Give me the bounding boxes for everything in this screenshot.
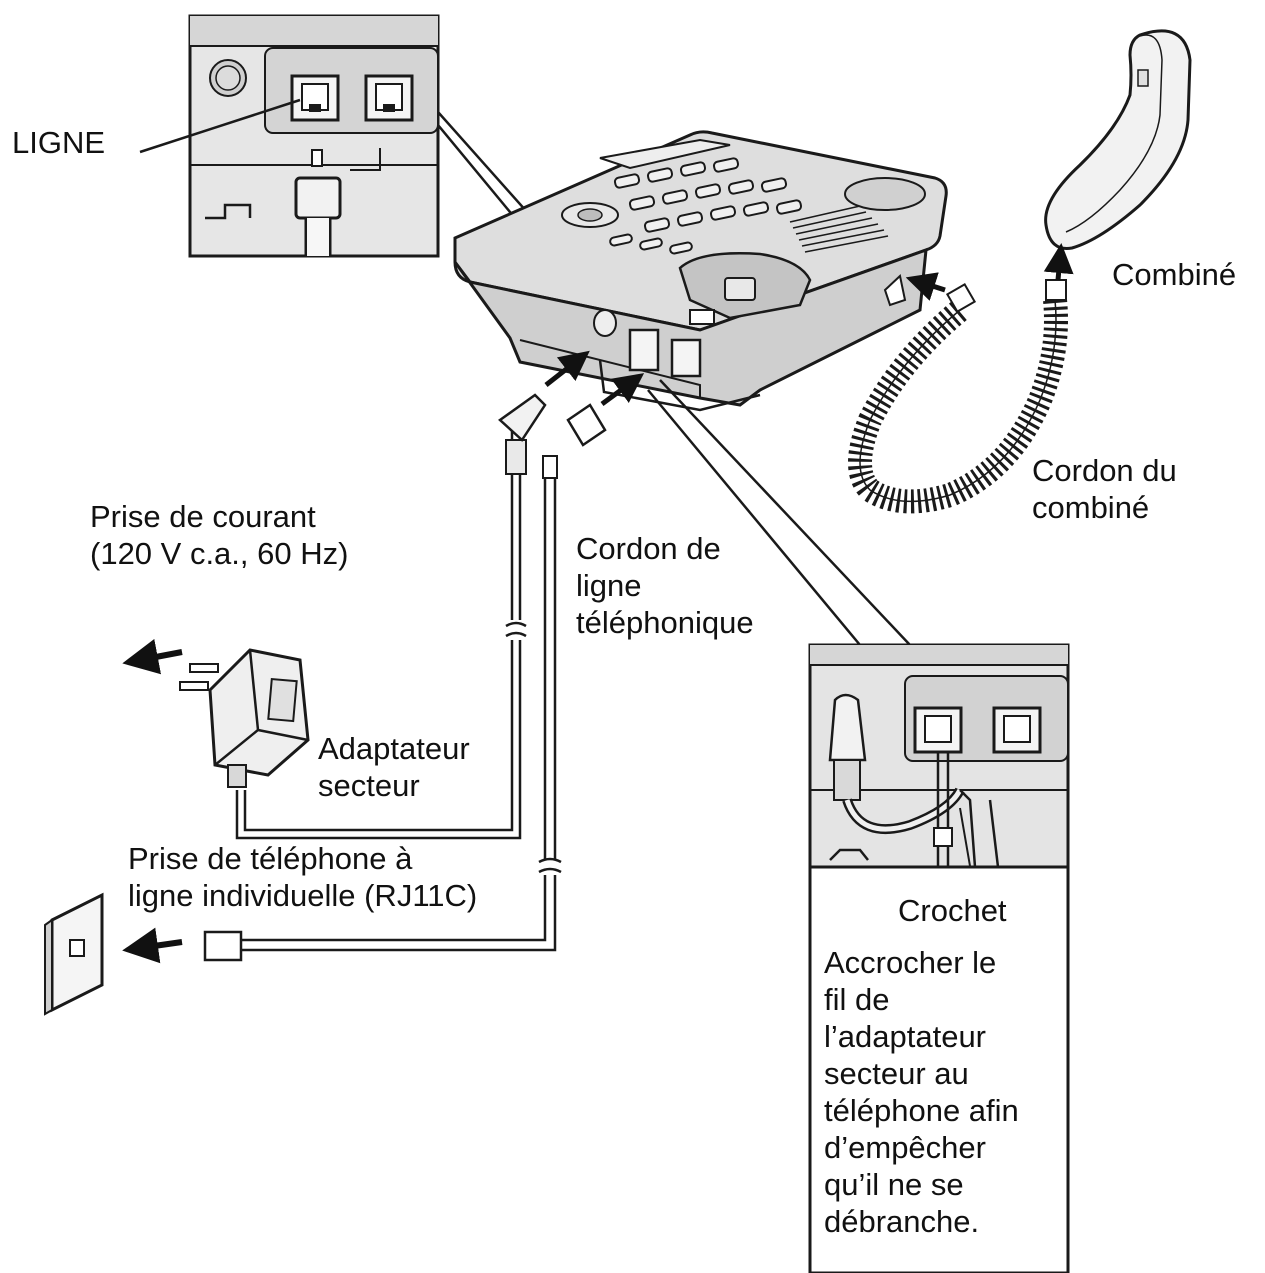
label-line: l’adaptateur [824,1019,987,1054]
label-ligne-text: LIGNE [12,125,106,160]
label-line: débranche. [824,1204,980,1239]
label-instruction: Accrocher le fil de l’adaptateur secteur… [824,944,1019,1240]
label-line: Cordon du [1032,453,1177,488]
phone-base [453,130,948,412]
label-line: combiné [1032,490,1150,525]
handset [1044,29,1192,251]
label-line: (120 V c.a., 60 Hz) [90,536,349,571]
label-line: ligne [576,568,642,603]
label-cordon-combine: Cordon du combiné [1032,452,1177,526]
line-jack-icon [290,74,340,122]
label-ligne: LIGNE [12,124,105,161]
label-adaptateur: Adaptateur secteur [318,730,470,804]
label-line: Prise de courant [90,499,316,534]
label-line: Accrocher le [824,945,997,980]
label-line: secteur au [824,1056,969,1091]
tel-jack-icon [364,74,414,122]
label-line: qu’il ne se [824,1167,964,1202]
label-line: fil de [824,982,890,1017]
label-cordon-ligne: Cordon de ligne téléphonique [576,530,754,641]
insert-arrows [544,243,1074,407]
inset-line-jack [188,14,440,258]
label-line: téléphone afin [824,1093,1019,1128]
inset-cord-hook [808,643,1070,896]
label-crochet-text: Crochet [898,893,1007,928]
ac-adapter-icon [179,648,310,788]
label-line: secteur [318,768,420,803]
wall-jack-icon [44,892,104,1016]
ac-adapter-cord [235,393,547,840]
label-line: Cordon de [576,531,721,566]
label-combine: Combiné [1112,256,1236,293]
label-prise-courant: Prise de courant (120 V c.a., 60 Hz) [90,498,348,572]
label-line: d’empêcher [824,1130,986,1165]
label-combine-text: Combiné [1112,257,1237,292]
label-line: Prise de téléphone à [128,841,413,876]
label-line: téléphonique [576,605,754,640]
label-line: Adaptateur [318,731,470,766]
handset-cord [848,298,1068,514]
label-crochet: Crochet [898,892,1007,929]
label-prise-telephone: Prise de téléphone à ligne individuelle … [128,840,477,914]
phone-line-cord [203,403,607,962]
label-line: ligne individuelle (RJ11C) [128,878,478,913]
